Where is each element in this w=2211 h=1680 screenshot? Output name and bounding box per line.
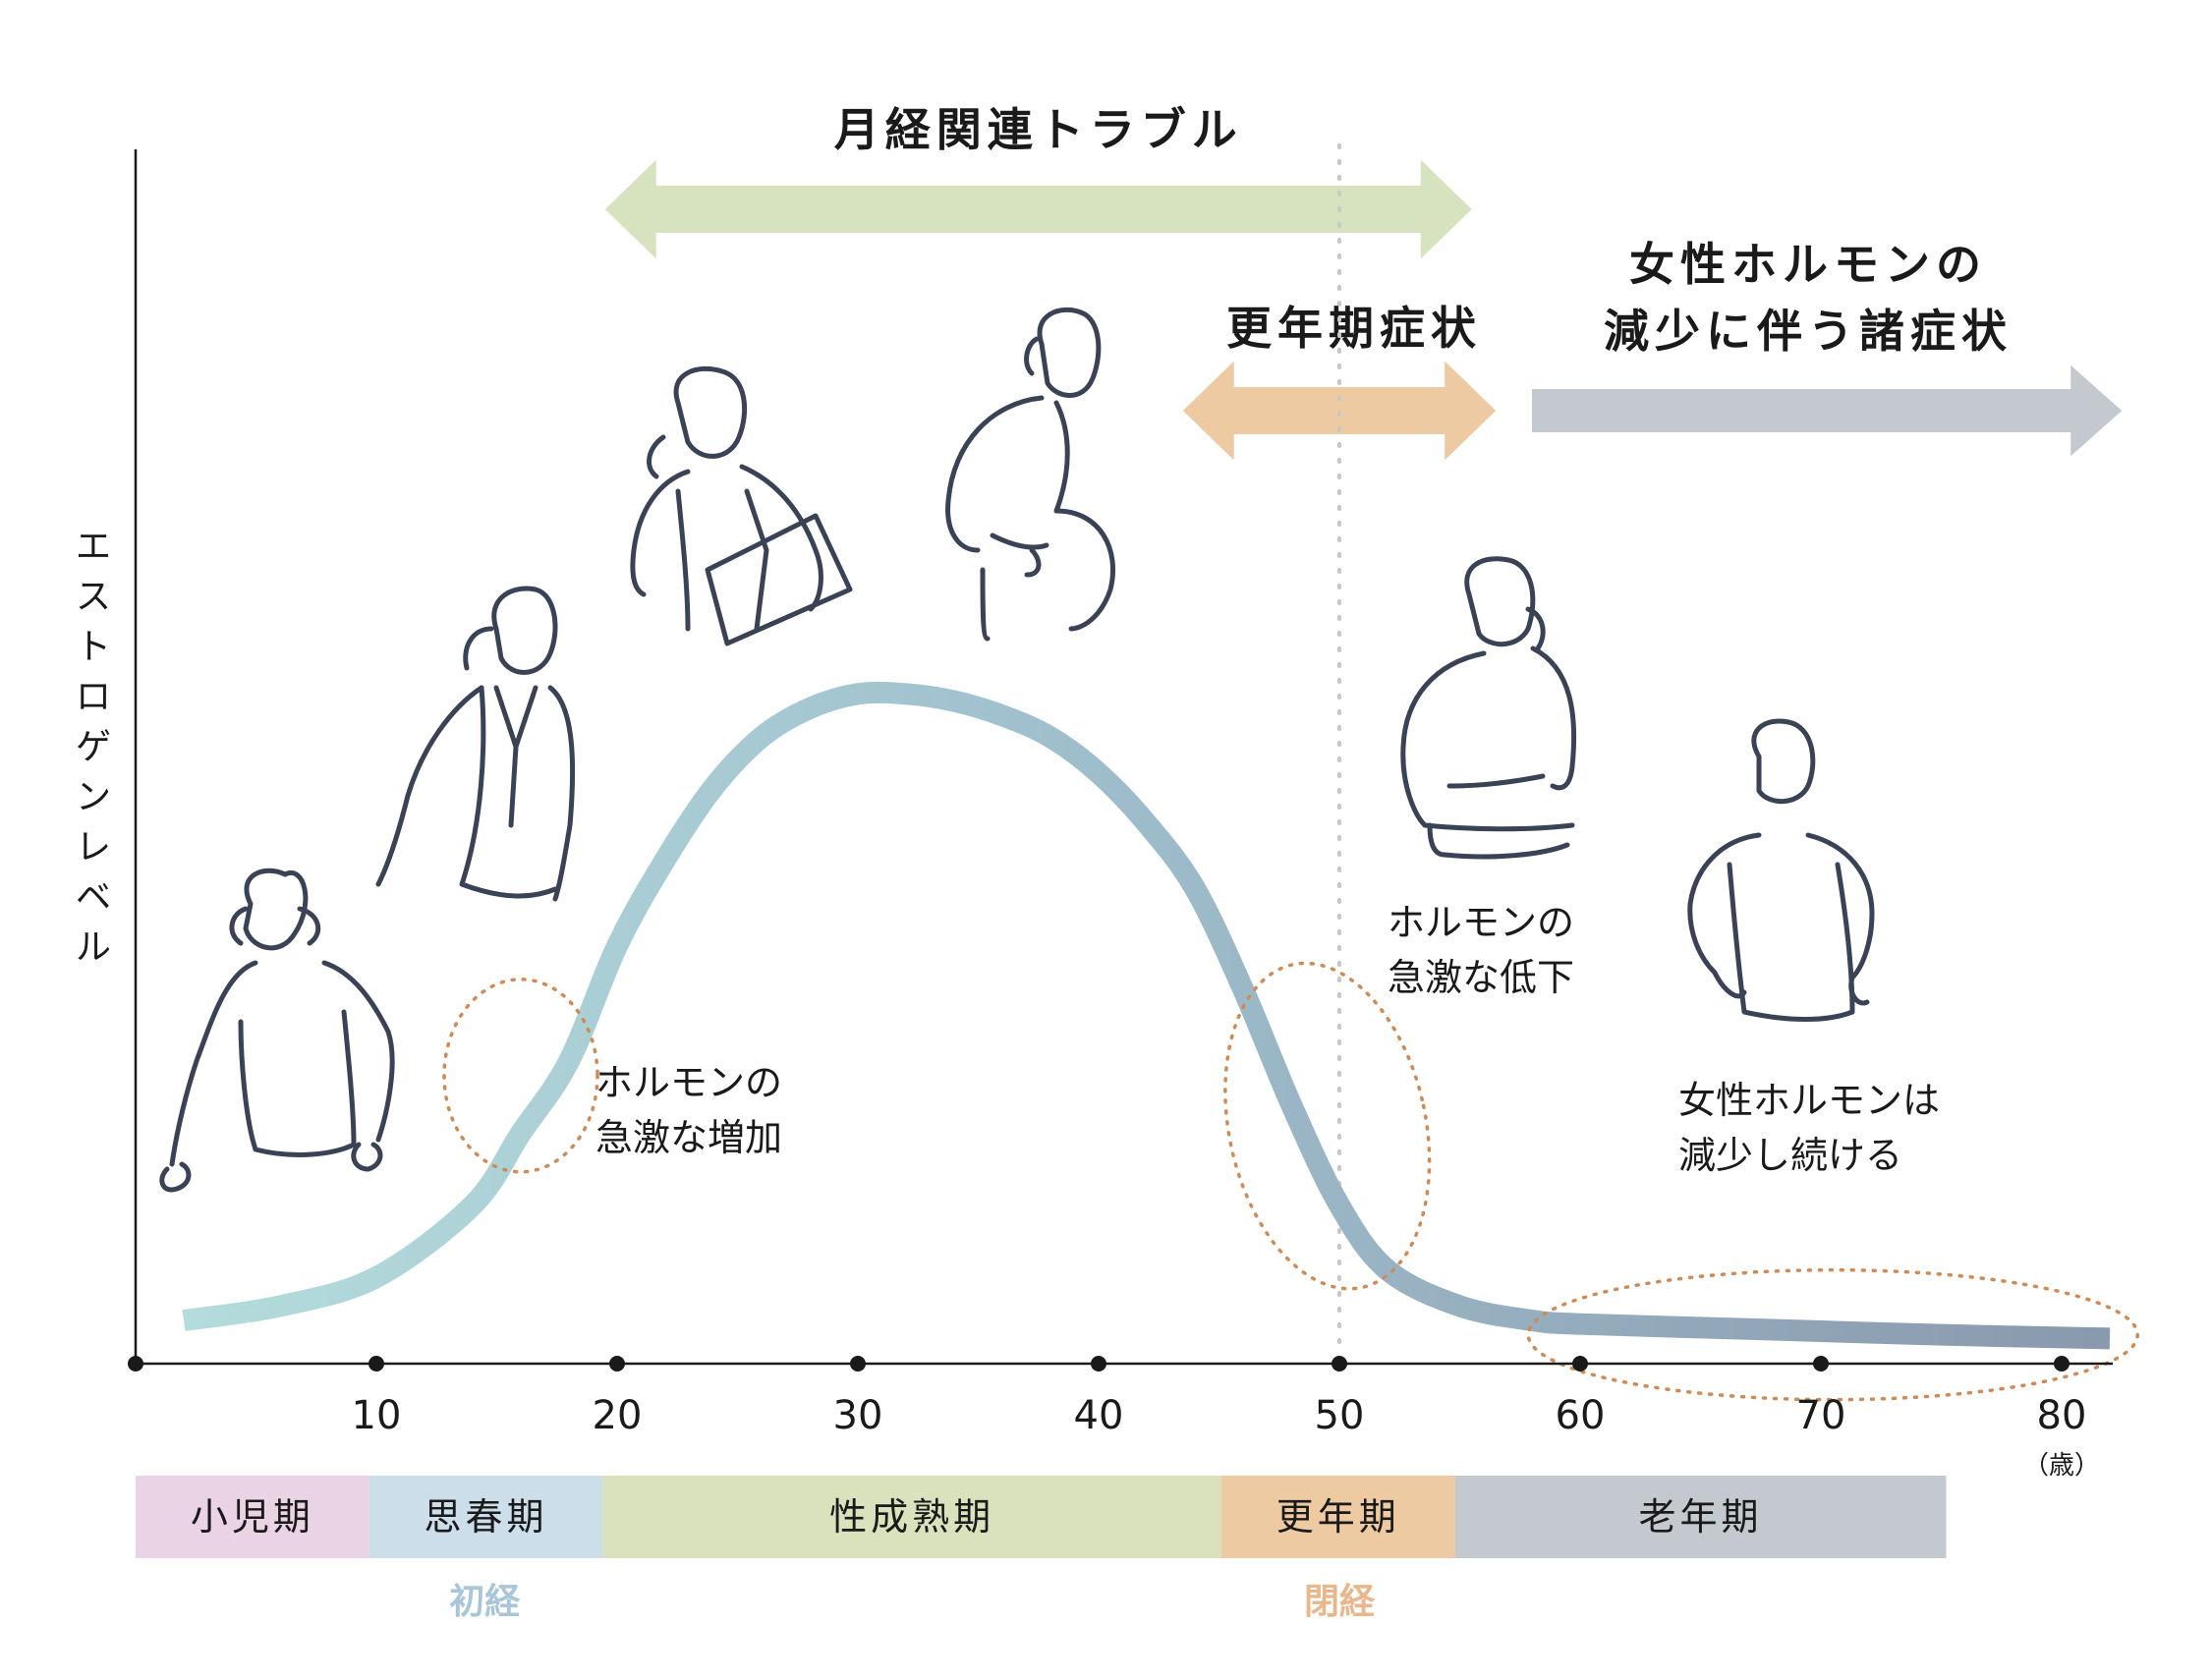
menopause-symptoms-label: 更年期症状 — [1226, 302, 1482, 355]
x-tick-label: 40 — [1074, 1393, 1124, 1438]
life-stage-label: 性成熟期 — [829, 1495, 994, 1539]
life-stage-segment — [1454, 1476, 1947, 1558]
senior-woman-illustration — [1687, 718, 1875, 1022]
y-label-char: ル — [76, 927, 111, 968]
y-label-char: ス — [76, 577, 111, 617]
highlight-ellipses — [442, 961, 2139, 1402]
annotation-line: ホルモンの — [595, 1061, 782, 1104]
annotation-text: 女性ホルモンは減少し続ける — [1678, 1079, 1940, 1177]
x-tick-dot — [1572, 1356, 1588, 1372]
teen-illustration — [375, 586, 576, 902]
y-label-char: ロ — [76, 677, 111, 717]
x-axis-unit: （歳） — [2023, 1451, 2100, 1481]
life-stage-segment — [368, 1476, 603, 1558]
highlight-ellipse — [1223, 961, 1432, 1291]
life-stage-segment — [136, 1476, 369, 1558]
y-label-char: ト — [76, 627, 111, 667]
annotation-text: ホルモンの急激な増加 — [595, 1061, 782, 1159]
x-tick-dot — [850, 1356, 866, 1372]
annotation-line: ホルモンの — [1388, 901, 1574, 944]
stage-marker-label: 初経 — [449, 1582, 521, 1622]
life-stage-label: 更年期 — [1276, 1495, 1400, 1539]
x-tick-label: 70 — [1796, 1393, 1846, 1438]
x-tick-dot — [128, 1356, 143, 1372]
x-tick-label: 30 — [833, 1393, 883, 1438]
life-stage-label: 思春期 — [424, 1495, 547, 1539]
x-tick-dot — [609, 1356, 625, 1372]
y-label-char: ベ — [76, 877, 111, 918]
x-tick-dot — [1332, 1356, 1347, 1372]
life-stage-label: 小児期 — [191, 1495, 314, 1539]
woman-phone-illustration — [630, 365, 853, 646]
hormone-decline-label: 減少に伴う諸症状 — [1604, 305, 2013, 358]
stage-marker-label: 閉経 — [1304, 1582, 1376, 1622]
x-tick-label: 60 — [1556, 1393, 1606, 1438]
annotation-line: 急激な低下 — [1388, 956, 1574, 999]
x-tick-dot — [1091, 1356, 1106, 1372]
annotation-text: ホルモンの急激な低下 — [1388, 901, 1574, 999]
x-tick-label: 20 — [593, 1393, 643, 1438]
hormone-decline-label: 女性ホルモンの — [1629, 238, 1987, 291]
x-tick-dot — [368, 1356, 384, 1372]
annotation-line: 女性ホルモンは — [1678, 1079, 1940, 1122]
x-tick-label: 10 — [352, 1393, 402, 1438]
x-tick-label: 80 — [2037, 1393, 2087, 1438]
life-stage-segment — [602, 1476, 1221, 1558]
life-stage-label: 老年期 — [1638, 1495, 1762, 1539]
x-tick-label: 50 — [1315, 1393, 1365, 1438]
menopause-woman-illustration — [1400, 556, 1577, 860]
stage-markers: 初経 閉経 — [449, 1582, 1376, 1622]
child-illustration — [159, 868, 395, 1193]
x-tick-dot — [1813, 1356, 1829, 1372]
pregnant-woman-illustration — [945, 307, 1116, 642]
annotation-line: 急激な増加 — [595, 1116, 782, 1159]
highlight-ellipse — [442, 978, 599, 1174]
y-label-char: エ — [76, 527, 111, 567]
y-label-char: ゲ — [76, 727, 111, 767]
y-label-char: ン — [76, 777, 111, 817]
x-ticks: 10 20 30 40 50 60 70 80 — [128, 1356, 2086, 1438]
menstrual-trouble-arrow — [604, 159, 1472, 259]
menstrual-trouble-label: 月経関連トラブル — [834, 103, 1243, 156]
y-label-char: レ — [76, 827, 111, 868]
annotation-line: 減少し続ける — [1678, 1134, 1902, 1177]
x-tick-dot — [2054, 1356, 2069, 1372]
life-stage-segment — [1220, 1476, 1455, 1558]
highlight-ellipse — [1526, 1267, 2139, 1402]
illustrations — [159, 307, 1875, 1193]
life-stage-bar: 小児期 思春期 性成熟期 更年期 老年期 — [136, 1476, 1947, 1558]
hormone-decline-arrow — [1532, 364, 2123, 457]
estrogen-curve — [182, 681, 2111, 1350]
